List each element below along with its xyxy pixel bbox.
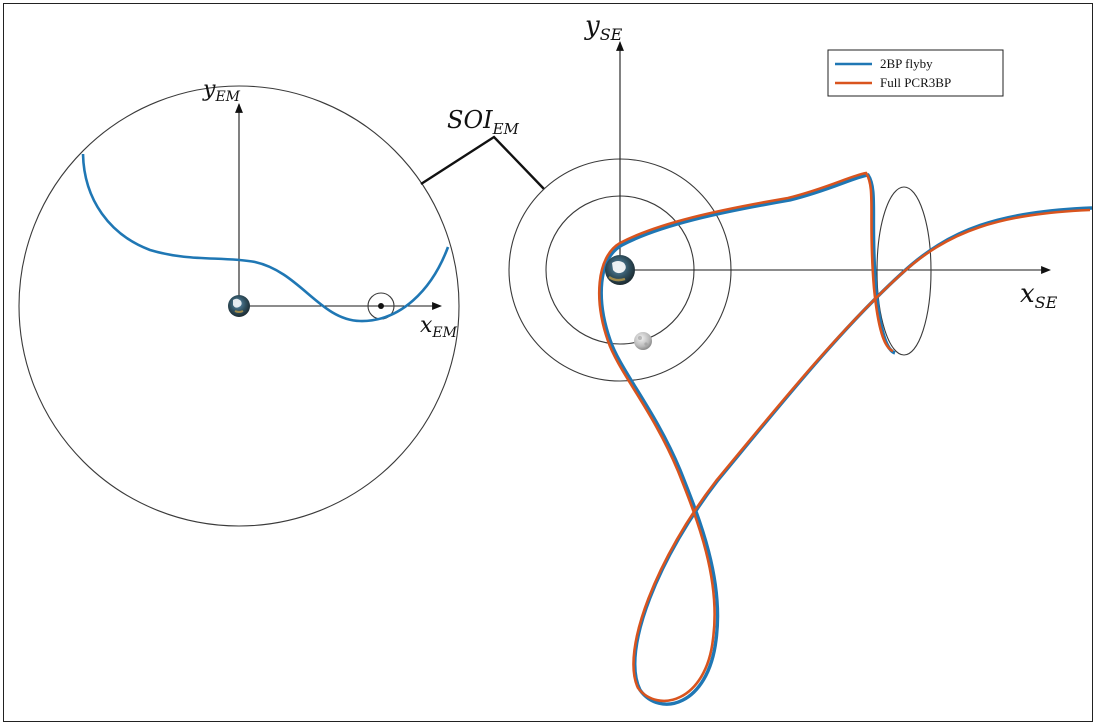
earth-icon: [605, 255, 635, 285]
legend-item-2bp: 2BP flyby: [835, 56, 933, 71]
em-trajectory-2bp: [81, 153, 450, 323]
legend-item-pcr3bp: Full PCR3BP: [835, 75, 951, 90]
se-x-axis-label: xSE: [1020, 279, 1058, 312]
soi-label: SOIEM: [447, 106, 520, 138]
legend-label-2bp: 2BP flyby: [880, 56, 933, 71]
em-soi-circle: [18, 85, 460, 527]
earth-icon: [228, 295, 250, 317]
em-panel: yEM xEM: [18, 77, 460, 527]
moon-icon: [634, 332, 652, 350]
soi-connector: SOIEM: [420, 106, 545, 190]
em-moon-point: [378, 303, 384, 309]
legend-label-pcr3bp: Full PCR3BP: [880, 75, 951, 90]
se-trajectory-pcr3bp: [598, 171, 1091, 703]
se-panel: ySE xSE: [508, 11, 1093, 706]
se-arrival-ellipse: [876, 186, 932, 356]
figure-frame: [3, 3, 1093, 722]
legend: 2BP flyby Full PCR3BP: [827, 49, 1004, 97]
em-y-axis-label: yEM: [202, 77, 241, 105]
se-trajectory-2bp: [599, 173, 1093, 706]
em-x-axis-label: xEM: [420, 313, 458, 341]
se-y-axis-label: ySE: [584, 11, 623, 44]
